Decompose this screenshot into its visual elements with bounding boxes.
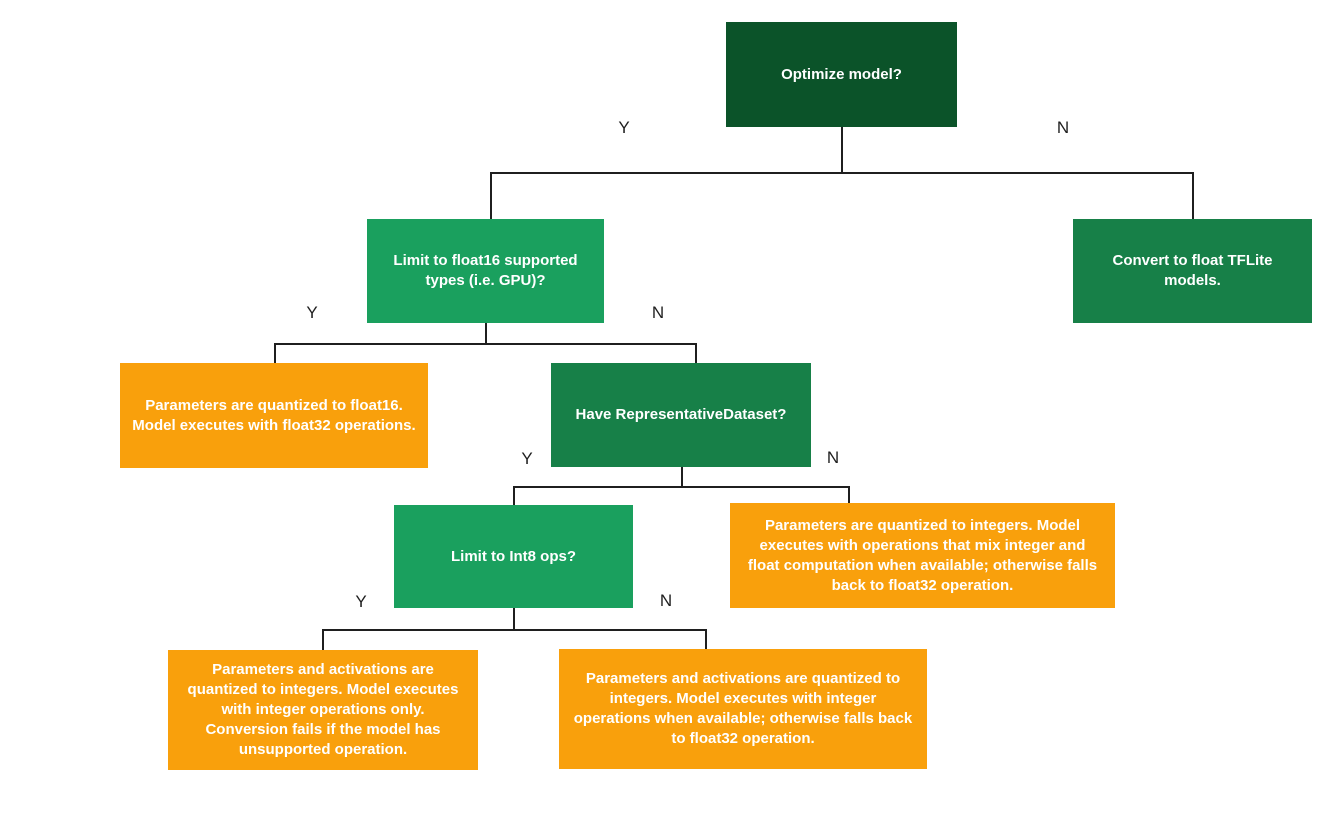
node-have-representative-dataset-label: Have RepresentativeDataset? <box>575 406 787 423</box>
edge-label-dataset-yes: Y <box>521 449 533 468</box>
connector-level1-drop-no <box>1192 172 1194 219</box>
connector-level4-drop-no <box>705 629 707 649</box>
edge-label-float16-no: N <box>651 303 665 322</box>
node-result-integer-only-label: Parameters and activations are quantized… <box>187 661 459 758</box>
connector-level3-drop-yes <box>513 486 515 505</box>
edge-label-int8-no: N <box>659 591 673 610</box>
connector-level2-horizontal <box>274 343 695 345</box>
node-optimize-model: Optimize model? <box>726 22 957 127</box>
node-convert-float-tflite-label: Convert to float TFLite models. <box>1112 252 1273 289</box>
node-result-float16-quantization: Parameters are quantized to float16. Mod… <box>120 363 428 468</box>
connector-level1-drop-yes <box>490 172 492 219</box>
connector-level4-drop-yes <box>322 629 324 650</box>
edge-label-float16-yes: Y <box>306 303 318 322</box>
node-result-mixed-integer-float-label: Parameters are quantized to integers. Mo… <box>747 516 1098 594</box>
connector-level3-horizontal <box>513 486 848 488</box>
edge-label-int8-yes: Y <box>355 592 367 611</box>
node-limit-int8-ops-label: Limit to Int8 ops? <box>451 547 576 565</box>
node-optimize-model-label: Optimize model? <box>781 65 902 83</box>
edge-label-optimize-yes: Y <box>618 118 630 137</box>
connector-level3-drop-no <box>848 486 850 503</box>
node-convert-float-tflite: Convert to float TFLite models. <box>1073 219 1312 323</box>
node-limit-float16: Limit to float16 supported types (i.e. G… <box>367 219 604 323</box>
connector-dataset-stub <box>681 467 683 486</box>
node-result-integer-with-fallback: Parameters and activations are quantized… <box>559 649 927 769</box>
connector-level2-drop-no <box>695 343 697 363</box>
node-result-integer-with-fallback-label: Parameters and activations are quantized… <box>573 670 913 747</box>
node-limit-int8-ops: Limit to Int8 ops? <box>394 505 633 608</box>
node-result-integer-only: Parameters and activations are quantized… <box>168 650 478 770</box>
node-have-representative-dataset: Have RepresentativeDataset? <box>551 363 811 467</box>
connector-level4-horizontal <box>322 629 706 631</box>
node-limit-float16-label: Limit to float16 supported types (i.e. G… <box>393 252 578 289</box>
edge-label-dataset-no: N <box>826 448 840 467</box>
connector-int8-stub <box>513 608 515 629</box>
connector-level1-horizontal <box>490 172 1193 174</box>
edge-label-optimize-no: N <box>1056 118 1070 137</box>
connector-float16-stub <box>485 323 487 343</box>
connector-optimize-stub <box>841 127 843 172</box>
connector-level2-drop-yes <box>274 343 276 363</box>
node-result-mixed-integer-float: Parameters are quantized to integers. Mo… <box>730 503 1115 608</box>
node-result-float16-quantization-label: Parameters are quantized to float16. Mod… <box>132 396 416 434</box>
